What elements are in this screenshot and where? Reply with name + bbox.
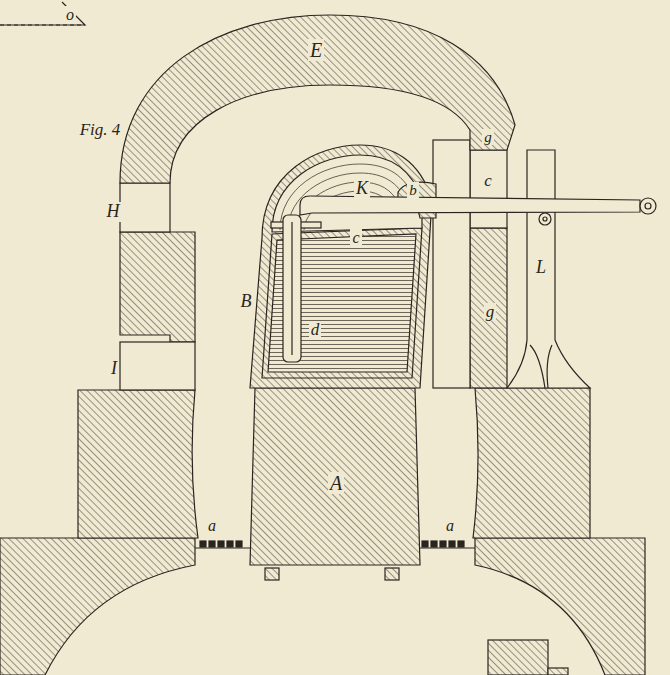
- part-letter: L: [534, 258, 548, 278]
- left-wall-upper: [120, 232, 195, 342]
- part-letter: K: [354, 179, 370, 199]
- base-right: [475, 538, 645, 675]
- damper-chimney: [507, 150, 590, 388]
- part-letter: o: [64, 6, 76, 24]
- tube-d: [283, 215, 301, 362]
- damper-flap: [530, 345, 552, 388]
- left-wall: [78, 390, 198, 538]
- pedestal-foot: [265, 568, 279, 580]
- pedestal: [250, 388, 420, 565]
- grate-line: [420, 547, 475, 548]
- part-letter: d: [309, 321, 322, 340]
- dashed-line: [0, 24, 85, 25]
- tube-bore: [291, 222, 292, 355]
- base-block: [488, 640, 548, 675]
- part-letter: g: [482, 129, 494, 146]
- right-wall: [473, 388, 590, 538]
- figure-number: Fig. 4: [78, 121, 123, 140]
- rod-ring: [640, 198, 656, 214]
- crucible: [250, 145, 432, 388]
- part-letter: A: [328, 472, 344, 494]
- opening-i: [120, 342, 195, 390]
- base-block: [548, 668, 568, 675]
- part-letter: b: [407, 182, 419, 199]
- part-letter: H: [105, 202, 122, 222]
- rod-ring: [645, 203, 651, 209]
- pedestal-foot: [385, 568, 399, 580]
- part-letter: c: [350, 229, 361, 247]
- hinge: [543, 217, 547, 221]
- part-letter: E: [308, 39, 324, 61]
- opening-c: [470, 150, 507, 228]
- part-letter: I: [109, 359, 119, 379]
- part-letter: a: [444, 517, 456, 535]
- part-letter: a: [206, 517, 218, 535]
- part-letter: B: [239, 292, 254, 312]
- flue: [433, 140, 470, 388]
- part-letter: g: [484, 303, 497, 322]
- right-wall-upper: [470, 228, 507, 388]
- part-letter: c: [482, 172, 494, 191]
- base-left: [0, 538, 195, 675]
- grate-line: [195, 547, 250, 548]
- hinge: [539, 213, 551, 225]
- rod: [300, 196, 640, 215]
- opening-h: [120, 183, 170, 232]
- corner-triangle: [0, 2, 85, 25]
